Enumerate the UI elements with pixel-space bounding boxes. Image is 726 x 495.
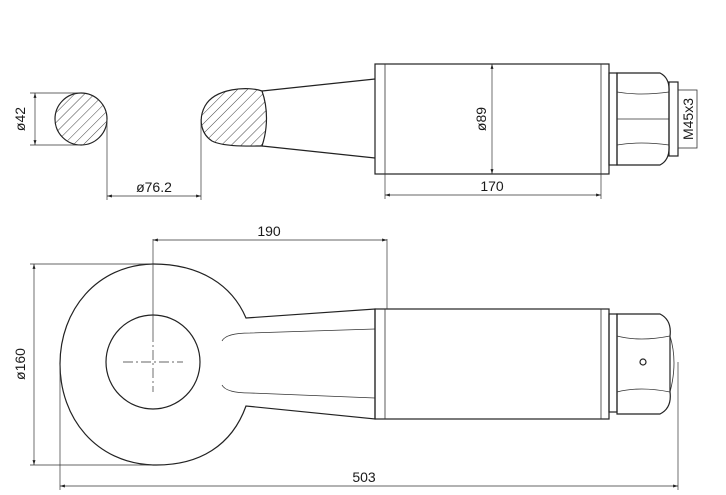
- label-body-length: 170: [480, 178, 504, 194]
- eye-section-right: [200, 88, 268, 147]
- front-hex-nut-band: [608, 313, 618, 413]
- front-hex-nut: [616, 313, 671, 415]
- top-view: ø42 ø76.2 ø89 M45x3 170: [12, 63, 698, 200]
- thread-stub: [668, 81, 679, 157]
- eye-outer-profile: [59, 263, 376, 466]
- grease-nipple-icon: [639, 358, 647, 366]
- front-body-cylinder: [374, 308, 610, 420]
- front-hex-nut-curve-top: [616, 335, 671, 340]
- shank-groove-bottom: [221, 384, 376, 399]
- hex-nut-curve-top: [616, 91, 670, 95]
- shank-bottom-edge: [261, 145, 376, 159]
- label-eye-inner-diameter: ø76.2: [136, 179, 172, 195]
- shank-top-edge: [261, 78, 376, 92]
- label-eye-outer-diameter: ø160: [12, 348, 28, 380]
- label-body-diameter: ø89: [473, 107, 489, 131]
- label-eye-section-diameter: ø42: [12, 107, 28, 131]
- eye-section-left: [54, 92, 108, 146]
- hex-nut-top: [608, 72, 618, 166]
- front-view: 190 ø160 503: [12, 223, 679, 490]
- label-eye-to-body-length: 190: [257, 223, 281, 239]
- label-thread-spec: M45x3: [680, 98, 696, 140]
- shank-groove-top: [221, 328, 376, 342]
- thread-label-box: [677, 89, 698, 149]
- front-hex-nut-curve-bottom: [616, 388, 671, 393]
- hex-nut-curve-bottom: [616, 142, 670, 146]
- front-thread-end: [669, 335, 675, 393]
- label-overall-length: 503: [352, 469, 376, 485]
